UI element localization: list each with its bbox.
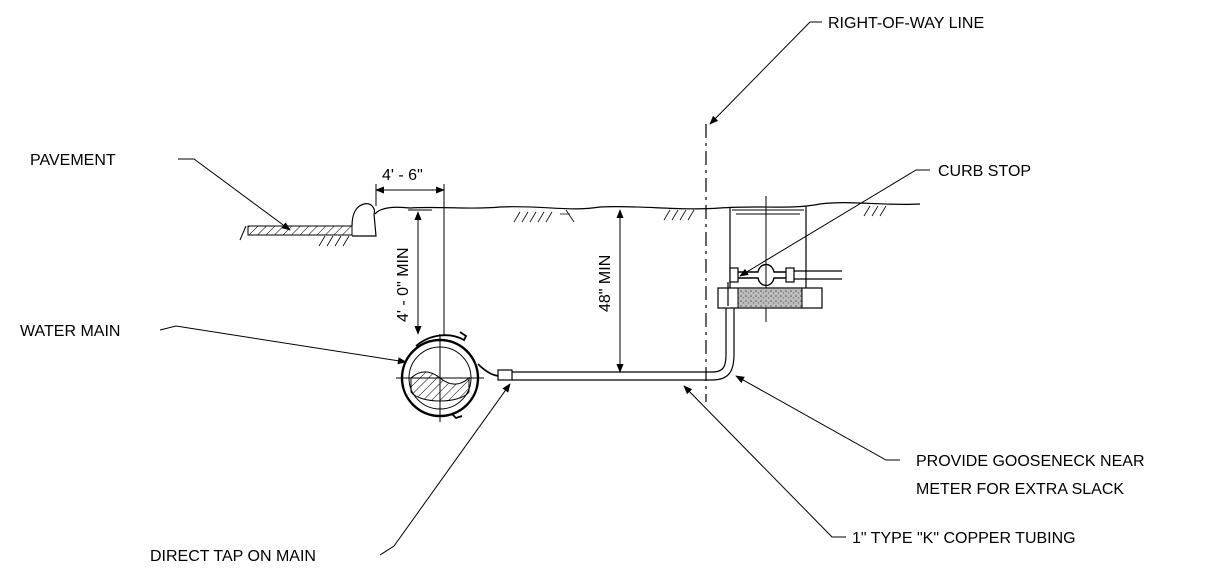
curb-stop-box bbox=[717, 196, 842, 322]
dimension-main-depth bbox=[408, 209, 432, 335]
leader-lines bbox=[159, 21, 930, 556]
gooseneck-label-line1: PROVIDE GOOSENECK NEAR bbox=[916, 453, 1145, 470]
service-depth-dimension-text: 48" MIN bbox=[597, 255, 614, 312]
water-main-pipe bbox=[396, 331, 484, 422]
pavement-label: PAVEMENT bbox=[30, 152, 116, 169]
pavement-section bbox=[239, 203, 377, 241]
copper-service-line bbox=[477, 306, 735, 381]
curb-offset-dimension-text: 4' - 6" bbox=[382, 167, 423, 184]
dimension-curb-offset bbox=[375, 184, 445, 336]
main-depth-dimension-text: 4' - 0" MIN bbox=[395, 247, 412, 322]
direct-tap-label: DIRECT TAP ON MAIN bbox=[150, 548, 316, 565]
right-of-way-label: RIGHT-OF-WAY LINE bbox=[828, 15, 984, 32]
curb-stop-label: CURB STOP bbox=[938, 163, 1031, 180]
gooseneck-label-line2: METER FOR EXTRA SLACK bbox=[916, 481, 1124, 498]
ground-surface bbox=[318, 201, 921, 247]
copper-tubing-label: 1" TYPE "K" COPPER TUBING bbox=[852, 530, 1076, 547]
water-main-label: WATER MAIN bbox=[20, 323, 120, 340]
